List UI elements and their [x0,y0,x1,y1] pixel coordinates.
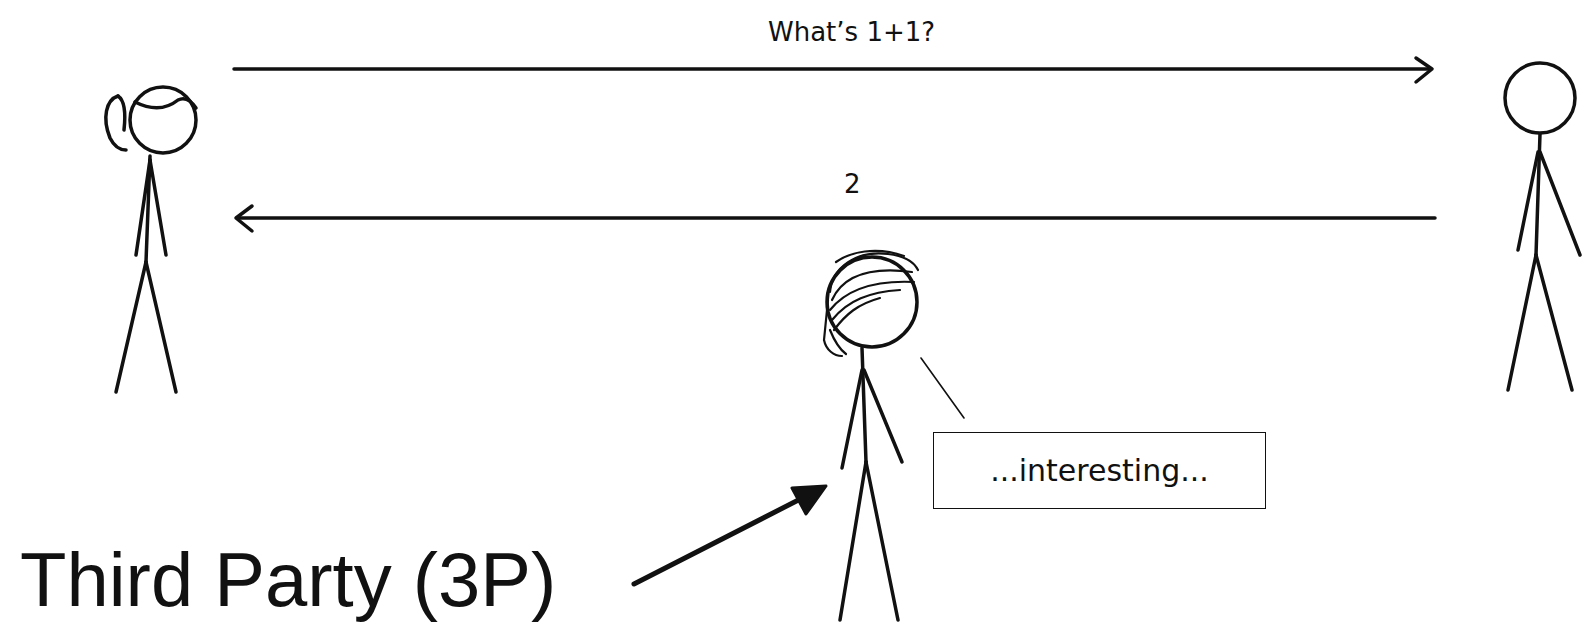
third-party-stick-figure [827,257,917,620]
right-stick-figure [1505,63,1580,390]
message-arrow [234,67,1430,71]
message-label: What’s 1+1? [768,18,935,47]
leader-line [921,358,964,418]
pointer-arrow [634,490,818,584]
arrow-head [1416,58,1432,82]
hair-hatching [824,251,918,356]
reply-label: 2 [844,170,861,199]
callout-text: ...interesting... [990,454,1209,487]
reply-arrow [238,216,1435,220]
arrow-head [792,486,826,514]
callout-box: ...interesting... [933,432,1266,509]
callout-title: Third Party (3P) [20,538,556,622]
left-stick-figure [106,87,196,392]
arrow-head [236,206,252,231]
